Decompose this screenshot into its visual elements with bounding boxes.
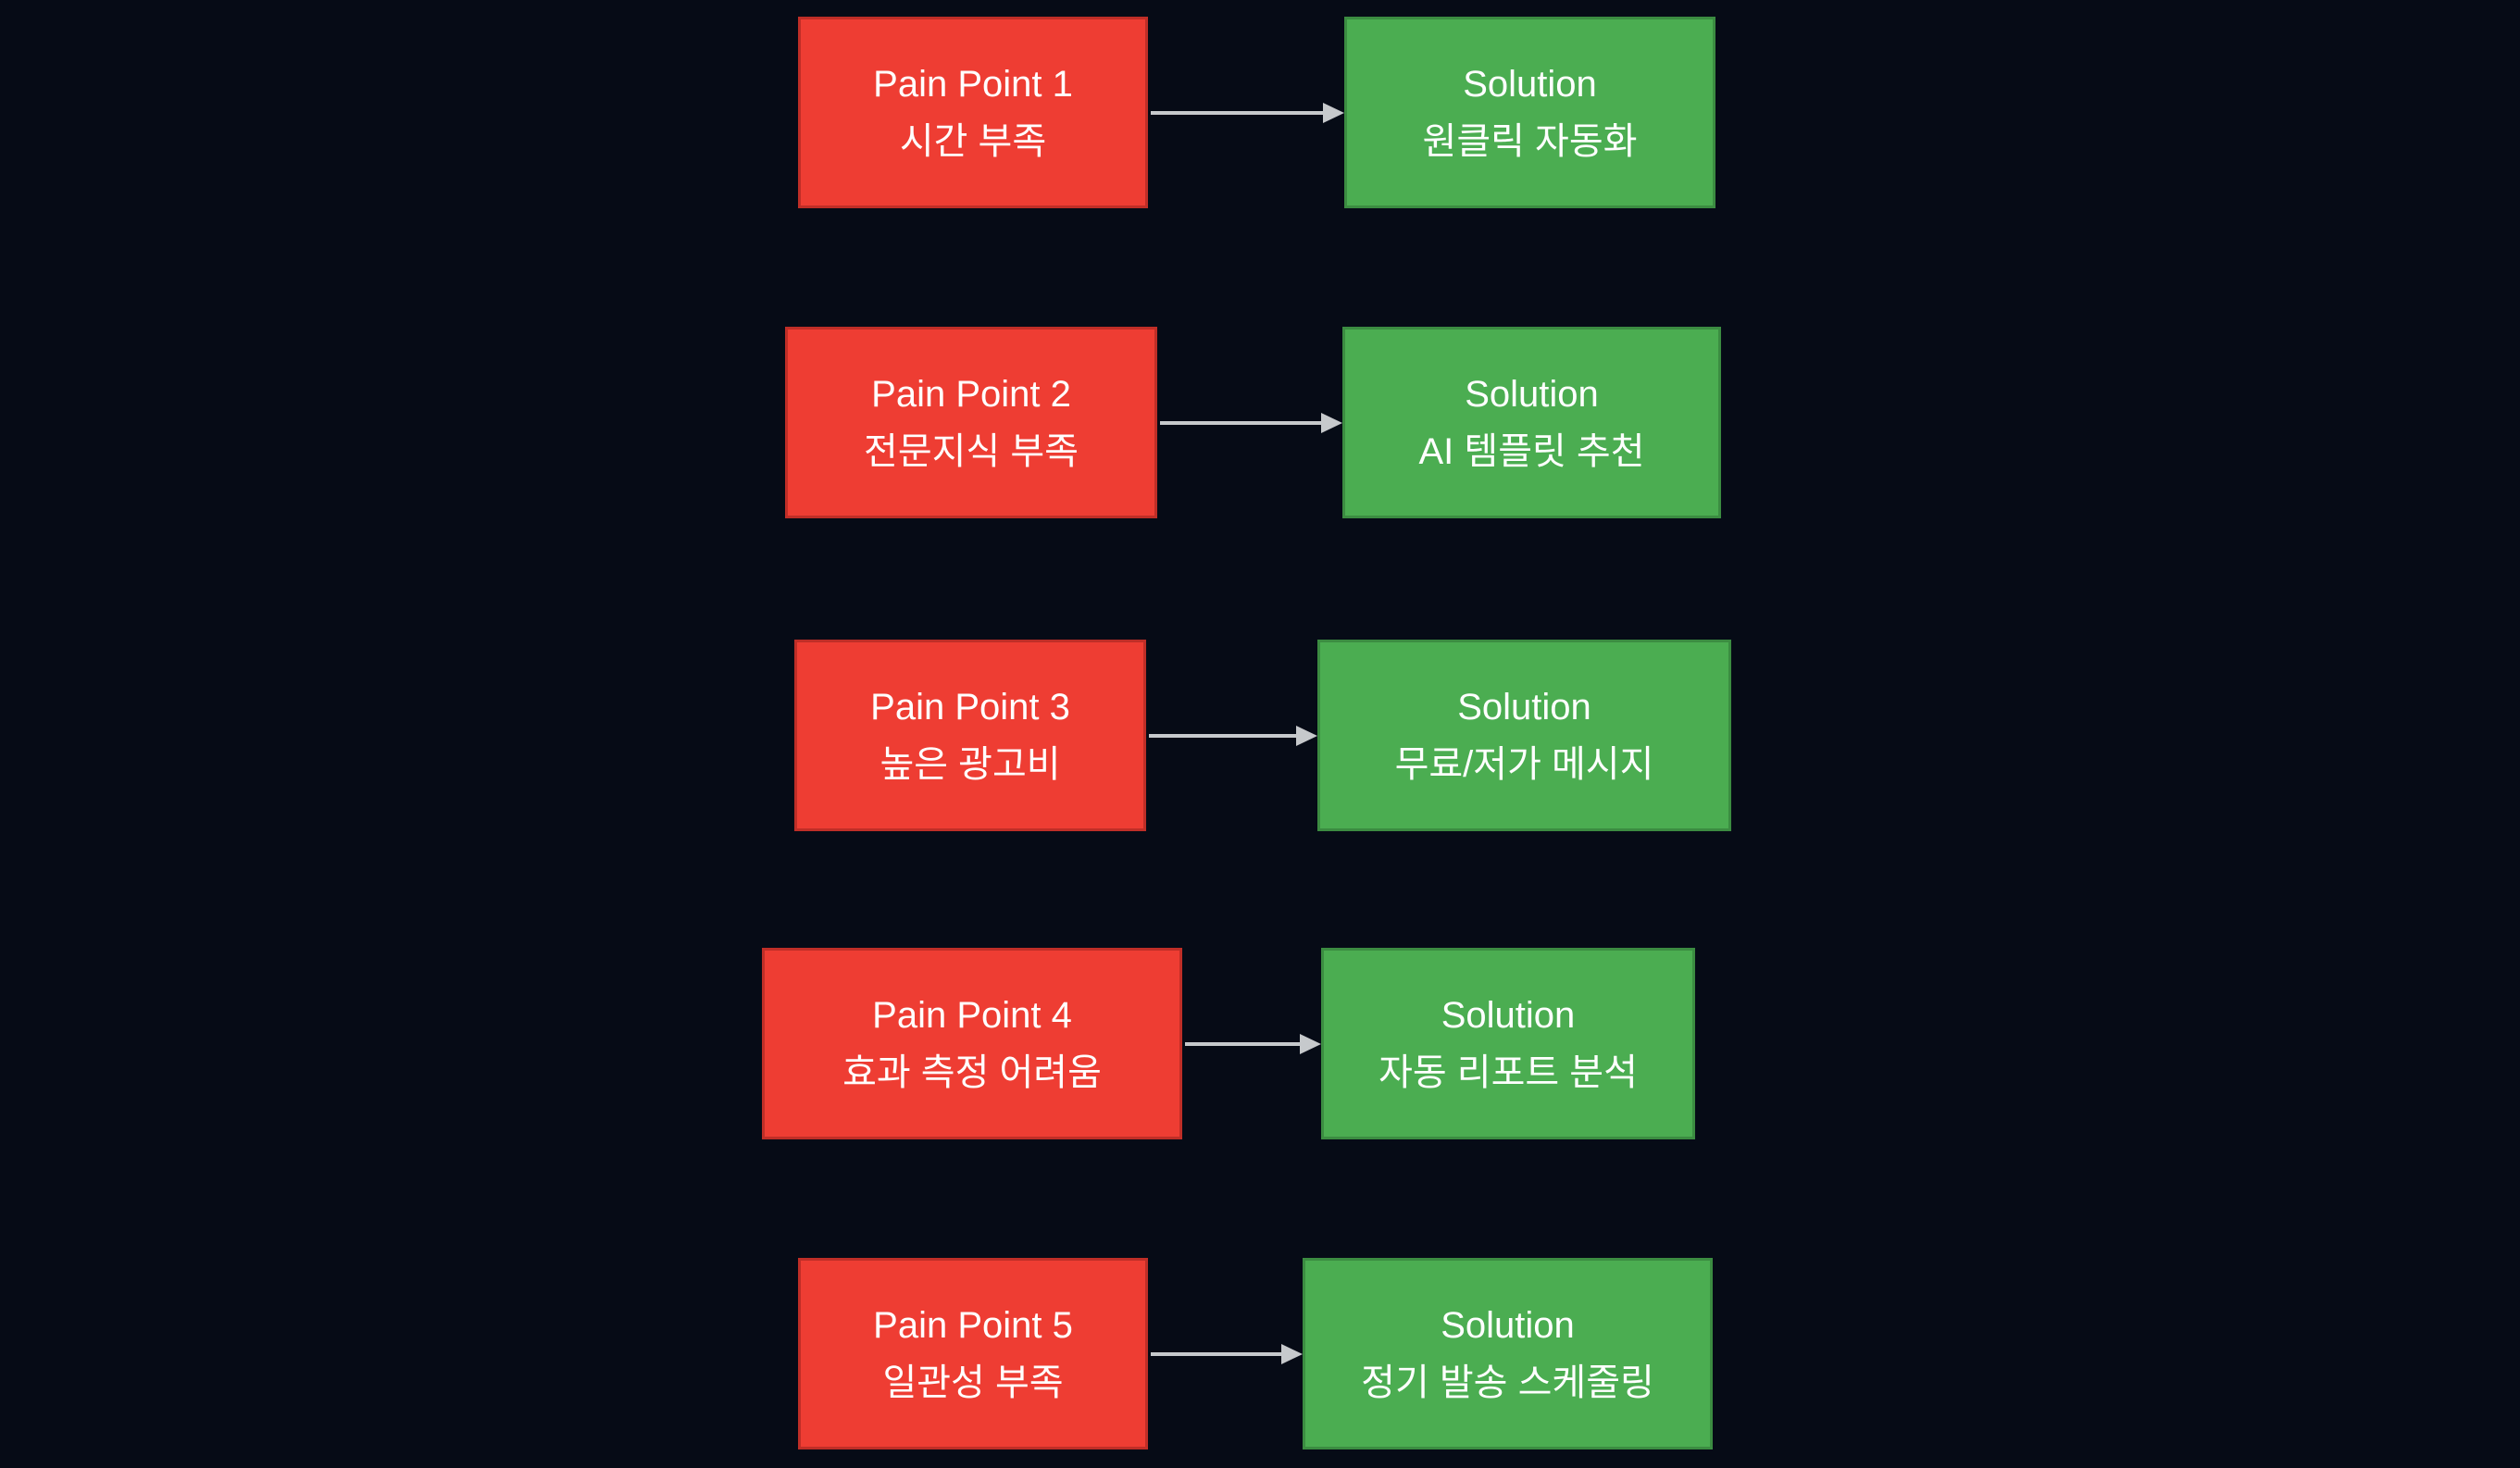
solution-subtitle: 무료/저가 메시지 [1394,743,1654,785]
arrow-connector-2 [1160,412,1342,433]
solution-node-4: Solution 자동 리포트 분석 [1321,948,1695,1139]
arrow-shaft [1151,110,1323,115]
pain-point-title: Pain Point 5 [873,1304,1073,1346]
mapping-row-3: Pain Point 3 높은 광고비 Solution 무료/저가 메시지 [0,640,2520,831]
pain-point-node-4: Pain Point 4 효과 측정 어려움 [762,948,1182,1139]
arrow-shaft [1160,420,1321,425]
arrow-head-icon [1281,1343,1303,1364]
arrow-shaft [1185,1041,1300,1046]
arrow-shaft [1149,733,1296,738]
mapping-row-5: Pain Point 5 일관성 부족 Solution 정기 발송 스케줄링 [0,1258,2520,1449]
pain-point-title: Pain Point 4 [872,994,1072,1036]
arrow-head-icon [1296,725,1317,746]
pain-point-subtitle: 높은 광고비 [880,743,1061,785]
pain-point-node-5: Pain Point 5 일관성 부족 [798,1258,1148,1449]
arrow-head-icon [1300,1033,1321,1054]
pain-point-node-3: Pain Point 3 높은 광고비 [794,640,1146,831]
solution-subtitle: AI 템플릿 추천 [1418,430,1645,472]
solution-node-3: Solution 무료/저가 메시지 [1317,640,1731,831]
solution-subtitle: 자동 리포트 분석 [1379,1051,1638,1093]
pain-point-node-1: Pain Point 1 시간 부족 [798,17,1148,208]
arrow-connector-5 [1151,1343,1303,1364]
solution-title: Solution [1457,686,1591,728]
solution-title: Solution [1441,1304,1575,1346]
solution-node-2: Solution AI 템플릿 추천 [1342,327,1721,518]
solution-node-5: Solution 정기 발송 스케줄링 [1303,1258,1713,1449]
arrow-connector-1 [1151,102,1344,123]
pain-point-subtitle: 일관성 부족 [882,1362,1064,1403]
arrow-connector-3 [1149,725,1317,746]
mapping-row-2: Pain Point 2 전문지식 부족 Solution AI 템플릿 추천 [0,327,2520,518]
solution-title: Solution [1465,373,1599,415]
arrow-shaft [1151,1351,1281,1356]
pain-point-subtitle: 전문지식 부족 [864,430,1079,472]
arrow-connector-4 [1185,1033,1321,1054]
pain-point-title: Pain Point 1 [873,63,1073,105]
pain-point-subtitle: 시간 부족 [899,120,1047,162]
arrow-head-icon [1323,102,1344,123]
solution-title: Solution [1441,994,1576,1036]
solution-node-1: Solution 원클릭 자동화 [1344,17,1715,208]
pain-point-title: Pain Point 2 [871,373,1071,415]
pain-point-title: Pain Point 3 [870,686,1070,728]
pain-point-subtitle: 효과 측정 어려움 [842,1051,1102,1093]
solution-title: Solution [1463,63,1597,105]
solution-subtitle: 원클릭 자동화 [1422,120,1638,162]
mapping-row-4: Pain Point 4 효과 측정 어려움 Solution 자동 리포트 분… [0,948,2520,1139]
mapping-row-1: Pain Point 1 시간 부족 Solution 원클릭 자동화 [0,17,2520,208]
arrow-head-icon [1321,412,1342,433]
pain-point-node-2: Pain Point 2 전문지식 부족 [785,327,1157,518]
solution-subtitle: 정기 발송 스케줄링 [1361,1362,1654,1403]
